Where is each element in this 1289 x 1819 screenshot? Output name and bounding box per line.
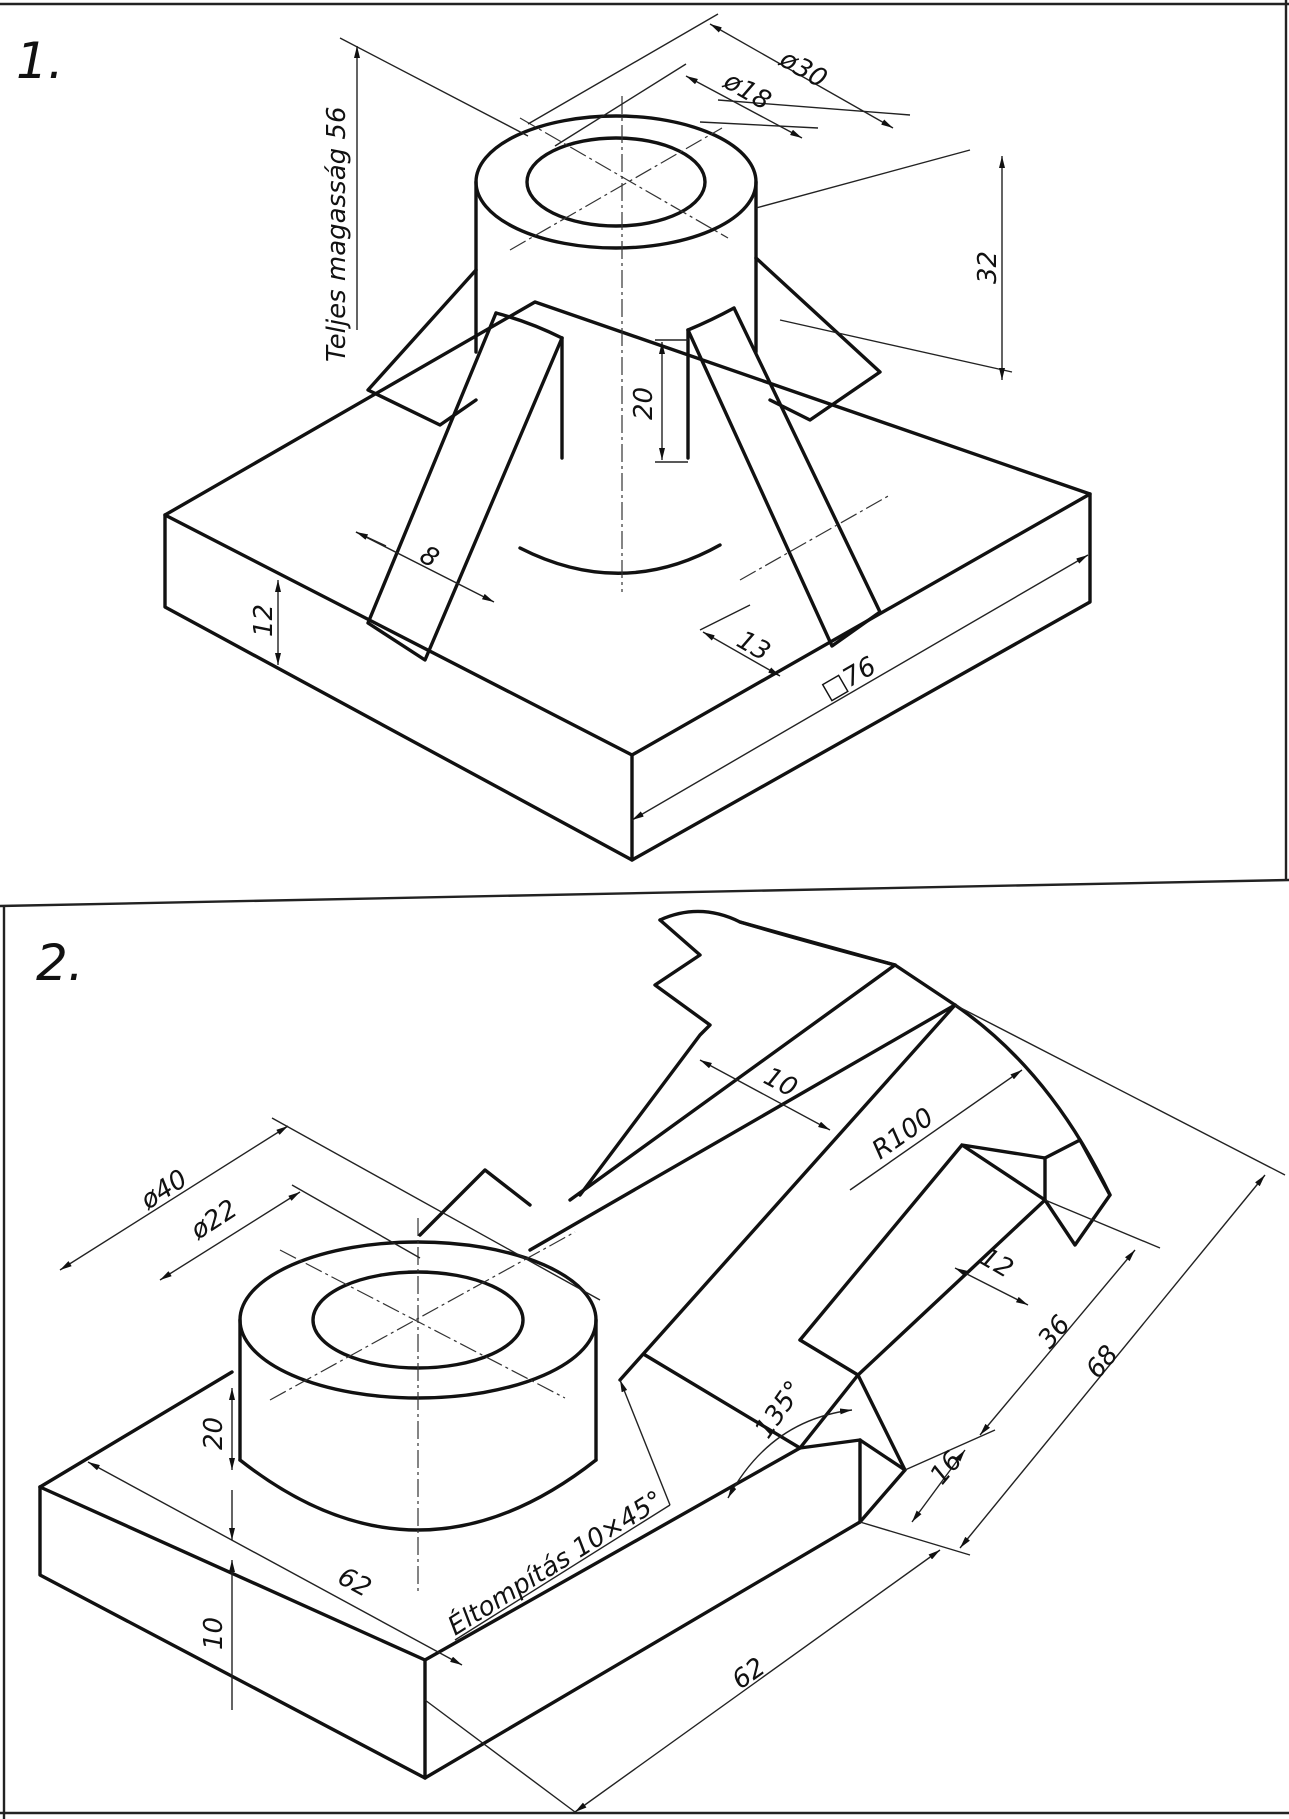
figure-1-dimension-lines (275, 13, 1089, 821)
back-ribs (366, 256, 882, 427)
dim-plate-depth-62: 62 (333, 1562, 376, 1604)
dim-diameter-22: ø22 (185, 1194, 243, 1246)
dim-plate-thickness-10: 10 (199, 1617, 229, 1650)
dim-length-36: 36 (1032, 1310, 1076, 1355)
inclined-arm (418, 909, 1112, 1382)
figure-1-drawing (163, 96, 1092, 862)
figure-1-number: 1. (16, 32, 64, 90)
dim-chamfer-note: Éltompítás 10×45° (442, 1484, 669, 1642)
dim-rib-width-8: 8 (415, 540, 444, 574)
dim-height-32: 32 (973, 251, 1003, 284)
dim-slot-width-12: 12 (975, 1242, 1019, 1285)
dim-total-height-56: Teljes magasság 56 (322, 107, 352, 363)
dim-radius-100: R100 (867, 1102, 940, 1165)
dim-diameter-30: ø30 (774, 44, 832, 95)
right-rib (686, 306, 882, 648)
dim-square-76: □76 (817, 651, 882, 706)
dim-plate-width-62: 62 (727, 1652, 771, 1696)
center-lines (509, 96, 891, 592)
base-plate (163, 300, 1092, 862)
dim-length-16: 16 (924, 1446, 968, 1491)
center-lines-2 (269, 1218, 576, 1595)
dim-height-20: 20 (629, 387, 659, 420)
dim-cylinder-height-20: 20 (199, 1417, 229, 1450)
figure-2-dimension-lines (59, 1004, 1286, 1813)
base-plate-2 (38, 1353, 862, 1780)
dim-thickness-12: 12 (249, 604, 279, 637)
cylinder-boss (474, 114, 758, 575)
dim-width-13: 13 (732, 625, 776, 668)
left-rib (366, 311, 564, 662)
dim-diameter-40: ø40 (135, 1164, 193, 1216)
figure-2-number: 2. (36, 934, 84, 992)
dim-length-68: 68 (1080, 1340, 1124, 1385)
chamfer-corner (798, 1373, 907, 1524)
dim-angle-135: 135° (749, 1375, 810, 1444)
